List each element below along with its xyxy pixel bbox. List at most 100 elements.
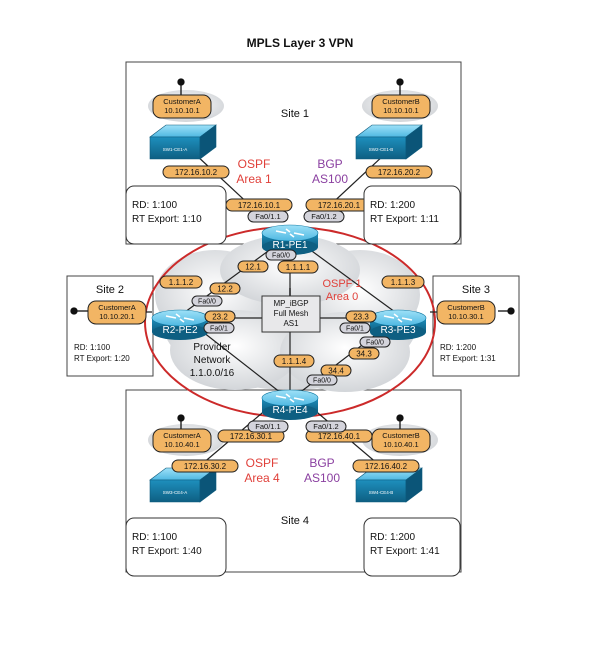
customer-line: CustomerB [382, 431, 420, 440]
label-text: Fa0/1 [346, 326, 364, 333]
rd-box: RD: 1:200 RT Export: 1:11 [363, 185, 461, 245]
site-label: Site 3 [462, 284, 490, 296]
diagram-title: MPLS Layer 3 VPN [247, 36, 354, 50]
address-label: 34.3 [348, 347, 380, 360]
rd-text-line: RT Export: 1:11 [370, 214, 439, 225]
label-text: 172.16.20.1 [318, 201, 361, 210]
address-label: 172.16.20.1 [305, 198, 373, 212]
address-label: 23.3 [345, 310, 377, 323]
site-label: Site 4 [281, 515, 309, 527]
rd-text-line: RD: 1:100 [74, 343, 111, 352]
bgp-site4-label-line: AS100 [304, 471, 340, 485]
address-label: 23.2 [204, 310, 236, 323]
router-name: R1-PE1 [272, 240, 307, 251]
router-name: R2-PE2 [162, 325, 197, 336]
address-label: 172.16.40.1 [305, 429, 373, 443]
interface-label: Fa0/1 [203, 322, 235, 334]
rd-text-line: RT Export: 1:40 [132, 546, 202, 557]
ospf-area0-label-line: Area 0 [326, 291, 358, 303]
label-text: 1.1.1.3 [391, 278, 416, 287]
label-text: Fa0/0 [272, 253, 290, 260]
mpbgp-label-line: AS1 [283, 319, 299, 328]
rd-text: RD: 1:100 RT Export: 1:20 [74, 343, 130, 363]
label-text: 12.1 [245, 262, 261, 271]
label-text: 34.4 [328, 366, 344, 375]
customer-line: CustomerB [447, 303, 485, 312]
customer-line: 10.10.30.1 [448, 312, 483, 321]
label-text: Fa0/0 [198, 299, 216, 306]
address-label: 172.16.10.1 [225, 198, 293, 212]
interface-label: Fa0/0 [265, 249, 297, 261]
rd-text-line: RT Export: 1:41 [370, 546, 440, 557]
customer-line: 10.10.20.1 [99, 312, 134, 321]
rd-text-line: RT Export: 1:31 [440, 354, 496, 363]
address-label: 1.1.1.2 [159, 275, 203, 289]
customer-line: CustomerA [163, 97, 201, 106]
switch-icon: SW4-CE4-B [355, 467, 423, 503]
address-label: 12.1 [237, 260, 269, 273]
label-text: 34.3 [356, 349, 372, 358]
rd-text-line: RT Export: 1:10 [132, 214, 202, 225]
label-text: 1.1.1.4 [282, 357, 307, 366]
bgp-site1-label-line: AS100 [312, 172, 348, 186]
label-text: 172.16.10.1 [238, 201, 281, 210]
label-text: Fa0/1.1 [255, 422, 280, 431]
site-label: Site 1 [281, 108, 309, 120]
site3-frame [432, 275, 520, 377]
rd-text-line: RD: 1:200 [370, 200, 415, 211]
rd-text-line: RT Export: 1:20 [74, 354, 130, 363]
label-text: Fa0/1.2 [311, 212, 336, 221]
rd-text: RD: 1:200 RT Export: 1:31 [440, 343, 496, 363]
address-label: 172.16.10.2 [162, 165, 230, 179]
label-text: 1.1.1.2 [169, 278, 194, 287]
address-label: 1.1.1.3 [381, 275, 425, 289]
address-label: 1.1.1.1 [277, 260, 319, 274]
site-label: Site 2 [96, 284, 124, 296]
label-text: 172.16.20.2 [378, 168, 421, 177]
label-text: Fa0/1.1 [255, 212, 280, 221]
label-text: Fa0/1.2 [313, 422, 338, 431]
interface-label: Fa0/1.2 [303, 210, 345, 223]
mpbgp-label-line: Full Mesh [274, 309, 309, 318]
provider-network-label-line: Network [194, 355, 232, 366]
label-text: 23.3 [353, 312, 369, 321]
address-label: 1.1.1.4 [273, 354, 315, 368]
site2-frame [66, 275, 154, 377]
router-name: R4-PE4 [272, 405, 307, 416]
rd-box: RD: 1:100 RT Export: 1:20 [74, 343, 130, 363]
switch-name: SW1-CE1-A [163, 147, 188, 152]
interface-label: Fa0/1.1 [247, 420, 289, 433]
customer-line: CustomerA [163, 431, 201, 440]
rd-text-line: RD: 1:200 [440, 343, 477, 352]
address-label: 12.2 [209, 282, 241, 295]
router-icon: R3-PE3 [369, 309, 427, 340]
switch-name: SW3-CE4-A [163, 490, 188, 495]
customer-line: 10.10.10.1 [164, 106, 199, 115]
ospf-area1-label-line: OSPF [238, 157, 271, 171]
ospf-area4-label-line: Area 4 [244, 471, 280, 485]
ospf-area1-label-line: Area 1 [236, 172, 272, 186]
label-text: 12.2 [217, 284, 233, 293]
bgp-site1-label-line: BGP [317, 157, 342, 171]
address-label: 172.16.30.2 [171, 459, 239, 473]
labels: CustomerA10.10.10.1CustomerB10.10.10.1Cu… [74, 94, 496, 577]
label-text: 172.16.40.1 [318, 432, 361, 441]
rd-box: RD: 1:200 RT Export: 1:31 [440, 343, 496, 363]
